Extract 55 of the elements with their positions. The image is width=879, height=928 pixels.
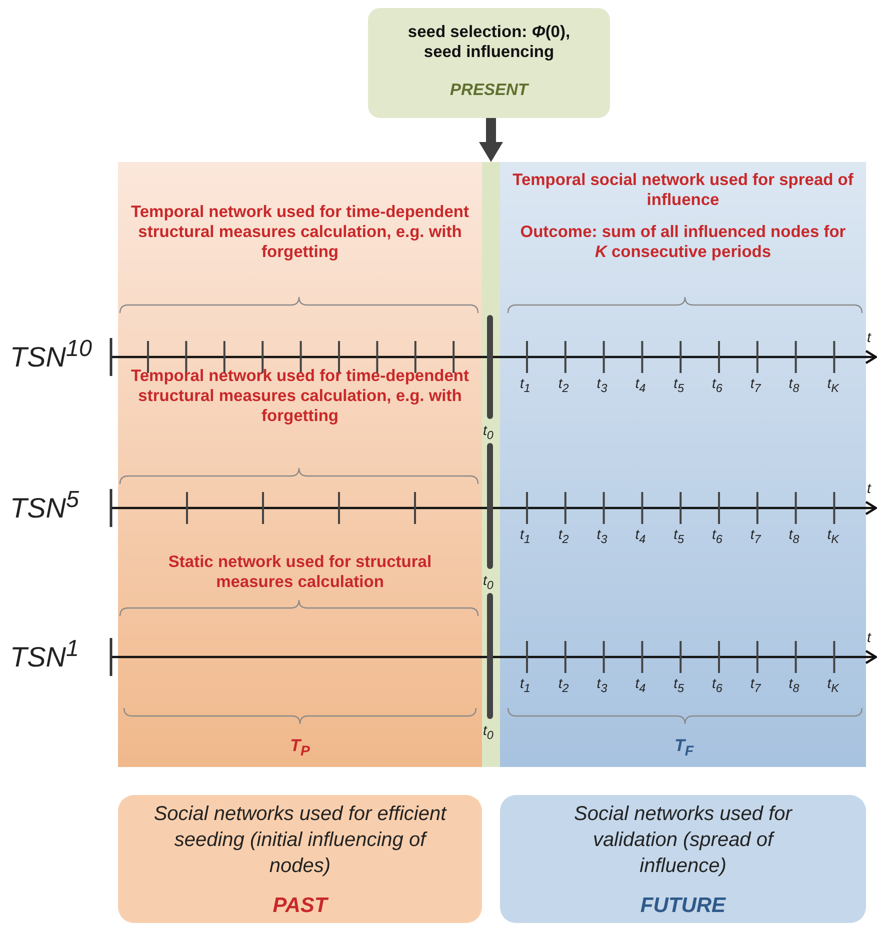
process-box [368, 8, 610, 118]
time-label: t$_{8}$ [788, 375, 800, 395]
description-text: Static network used for structural measures calculation [167, 552, 433, 592]
time-label: t$_{4}$ [635, 526, 646, 546]
time-label: t$_{2}$ [558, 526, 569, 546]
time-label: t$_{8}$ [788, 526, 800, 546]
past-period-panel [118, 162, 482, 767]
axis-label: t [867, 480, 871, 496]
time-label: t$_{5}$ [674, 526, 684, 546]
time-label: t$_{4}$ [635, 375, 646, 395]
timeline-label: TSN$^{1}$ [10, 635, 79, 674]
time-label: t$_{6}$ [712, 375, 722, 395]
description-text: Temporal network used for time-dependent structural measures calculation, e.g. with forgetting [130, 366, 470, 426]
description-text: Temporal network used for time-dependent structural measures calculation, e.g. with forgetting [130, 202, 470, 262]
time-label: t$_{7}$ [750, 675, 761, 695]
box-text: Social networks used for validation (spread of influence) [573, 802, 794, 879]
description-text: Outcome: sum of all influenced nodes for K consecutive periods [519, 222, 847, 262]
time-label: t$_{3}$ [596, 375, 608, 395]
phase-box [118, 795, 482, 923]
time-label: t$_{7}$ [750, 526, 761, 546]
phase-label: PRESENT [449, 80, 530, 100]
time-label: t$_{6}$ [712, 526, 722, 546]
arrow [479, 118, 503, 162]
time-label: t$_{2}$ [558, 375, 569, 395]
time-label: t$_{4}$ [635, 675, 646, 695]
time-label: t$_{0}$ [483, 422, 494, 442]
time-label: t$_{6}$ [712, 675, 722, 695]
timeline-label: TSN$^{10}$ [10, 335, 92, 374]
time-label: t$_{1}$ [520, 675, 530, 695]
box-text: seed selection: Φ(0), seed influencing [406, 22, 572, 62]
description-text: Temporal social network used for spread of influence [512, 170, 854, 210]
time-label: t$_{0}$ [483, 722, 494, 742]
future-period-panel [500, 162, 866, 767]
box-text: Social networks used for efficient seeding (initial influencing of nodes) [152, 802, 448, 879]
time-label: t$_{0}$ [483, 572, 494, 592]
time-label: t$_{K}$ [827, 375, 839, 395]
time-label: t$_{3}$ [596, 526, 608, 546]
phase-label: PAST [272, 893, 330, 919]
time-label: t$_{2}$ [558, 675, 569, 695]
period-symbol: T$_{P}$ [289, 736, 311, 761]
phase-box [500, 795, 866, 923]
time-label: t$_{K}$ [827, 526, 839, 546]
timeline-label: TSN$^{5}$ [10, 486, 79, 524]
time-label: t$_{K}$ [827, 675, 839, 695]
time-label: t$_{3}$ [596, 675, 608, 695]
axis-label: t [867, 629, 871, 645]
axis-label: t [867, 329, 871, 345]
time-label: t$_{8}$ [788, 675, 800, 695]
time-label: t$_{5}$ [674, 375, 684, 395]
time-label: t$_{7}$ [750, 375, 761, 395]
phase-label: FUTURE [639, 893, 727, 919]
period-symbol: T$_{F}$ [673, 736, 695, 761]
time-label: t$_{1}$ [520, 375, 530, 395]
time-label: t$_{5}$ [674, 675, 684, 695]
time-label: t$_{1}$ [520, 526, 530, 546]
